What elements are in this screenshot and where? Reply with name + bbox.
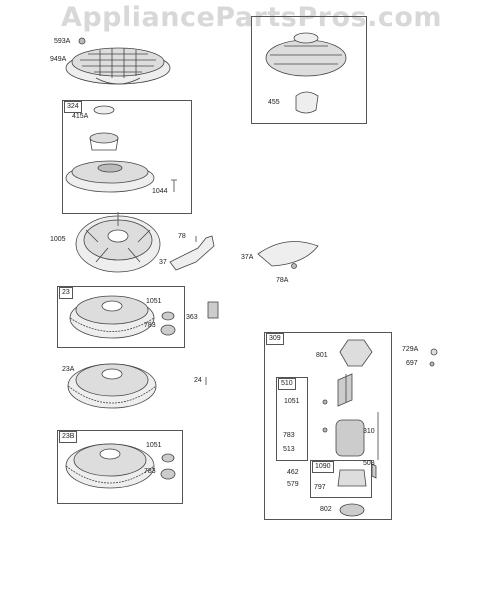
- flywheel-b-drawing: [65, 443, 155, 489]
- label-363: 363: [186, 314, 198, 321]
- tag-510: 510: [278, 378, 296, 390]
- rewind-cup-drawing: [65, 105, 155, 193]
- label-1044: 1044: [152, 188, 168, 195]
- label-801: 801: [316, 352, 328, 359]
- nut-drawing: [161, 311, 175, 321]
- rewind-starter-drawing: [265, 32, 347, 114]
- bolt-drawing: [171, 179, 177, 192]
- blower-housing-drawing: [65, 47, 171, 85]
- label-513: 513: [283, 446, 295, 453]
- group-324-box: [62, 100, 192, 214]
- key-drawing: [207, 301, 219, 319]
- label-783-b: 783: [144, 468, 156, 475]
- label-23a: 23A: [62, 366, 75, 373]
- group-510-box: [276, 377, 308, 461]
- label-1051-b: 1051: [146, 442, 162, 449]
- tag-309: 309: [266, 333, 284, 345]
- group-starter-box: [251, 16, 367, 124]
- tag-1090: 1090: [312, 461, 334, 473]
- label-310: 310: [363, 428, 375, 435]
- group-1090-box: [310, 460, 372, 498]
- label-729a: 729A: [402, 346, 419, 353]
- tag-23b: 23B: [59, 431, 78, 443]
- label-593a: 593A: [54, 38, 71, 45]
- label-1051-a: 1051: [146, 298, 162, 305]
- label-78a: 78A: [276, 277, 289, 284]
- label-455: 455: [268, 99, 280, 106]
- label-783-c: 783: [283, 432, 295, 439]
- flywheel-a-drawing: [67, 363, 157, 409]
- label-697: 697: [406, 360, 418, 367]
- starter-motor-drawing: [322, 339, 438, 517]
- group-309-box: [264, 332, 392, 520]
- label-462: 462: [287, 469, 299, 476]
- label-37a: 37A: [241, 254, 254, 261]
- label-783-a: 783: [144, 322, 156, 329]
- group-23-box: [57, 286, 185, 348]
- label-797: 797: [314, 484, 326, 491]
- label-78: 78: [178, 233, 186, 240]
- label-949a: 949A: [50, 56, 67, 63]
- label-503: 503: [363, 460, 375, 467]
- air-guide-a-drawing: [257, 241, 319, 267]
- label-579: 579: [287, 481, 299, 488]
- flywheel-drawing: [69, 295, 155, 339]
- air-guide-drawing: [169, 235, 215, 271]
- label-37: 37: [159, 259, 167, 266]
- group-23b-box: [57, 430, 183, 504]
- label-415a: 415A: [72, 113, 89, 120]
- gear-nut-drawing: [160, 324, 176, 336]
- label-1005: 1005: [50, 236, 66, 243]
- label-24: 24: [194, 377, 202, 384]
- fan-drawing: [75, 212, 161, 273]
- tag-324: 324: [64, 101, 82, 113]
- tag-23: 23: [59, 287, 73, 299]
- label-802: 802: [320, 506, 332, 513]
- label-1051-c: 1051: [284, 398, 300, 405]
- screw-drawing: [78, 37, 86, 45]
